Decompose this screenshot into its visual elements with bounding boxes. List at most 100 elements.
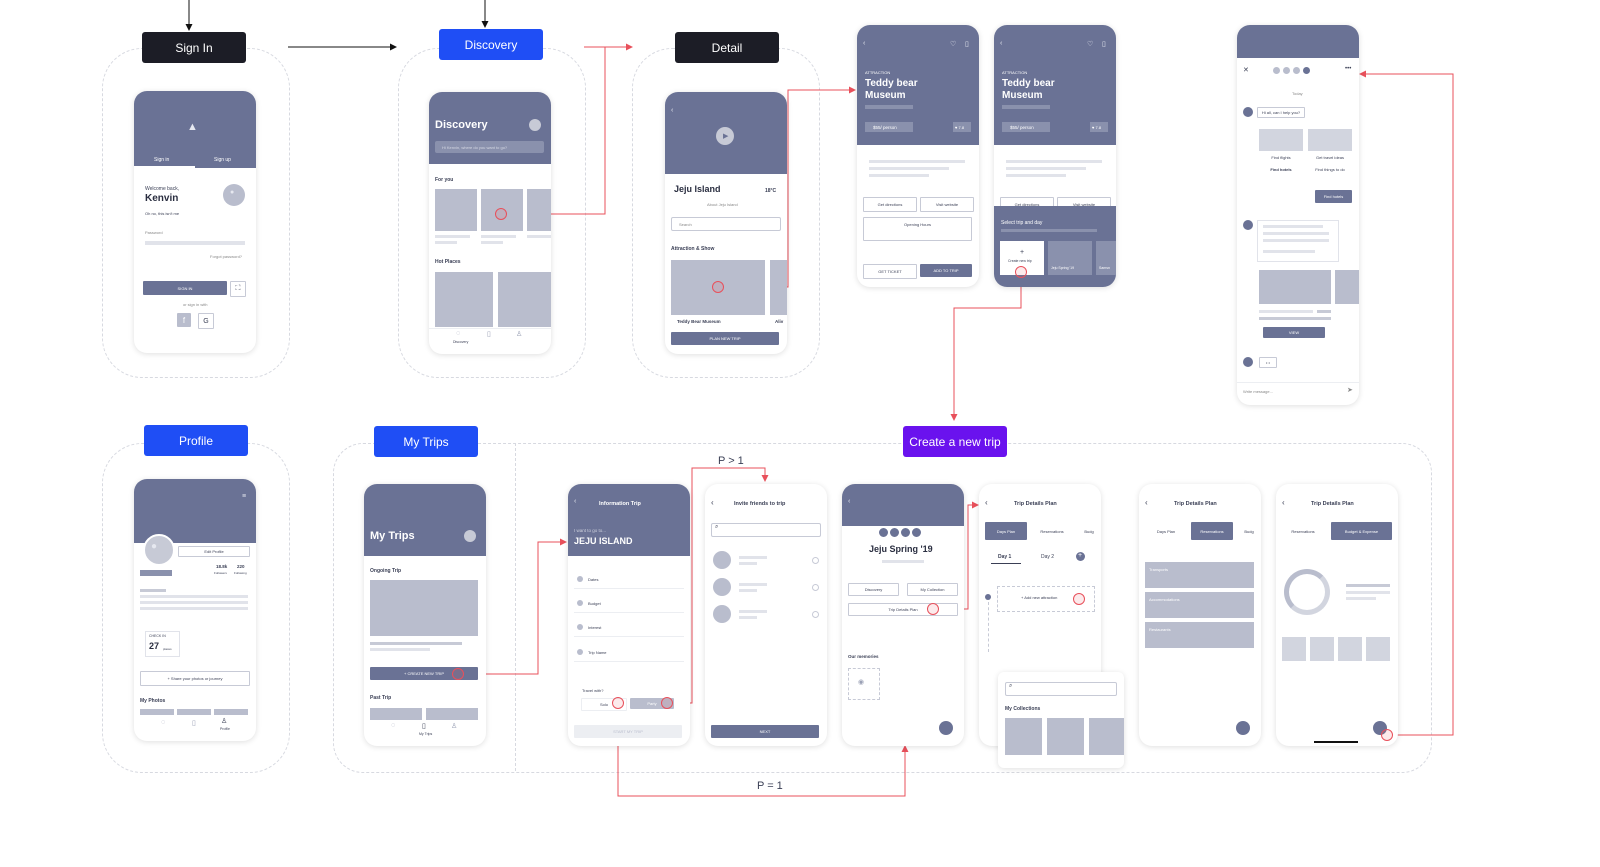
password-field[interactable] — [145, 241, 245, 245]
nav-trips-icon[interactable]: ▯ — [487, 331, 491, 338]
start-my-trip-button[interactable]: START MY TRIP — [574, 725, 682, 738]
profile-avatar-icon[interactable] — [464, 530, 476, 542]
option-card-1[interactable] — [1259, 129, 1303, 151]
collection-card-1[interactable] — [1005, 718, 1042, 755]
hotspot-create-new-trip[interactable] — [452, 668, 464, 680]
hot-place-card-2[interactable] — [498, 272, 551, 327]
expense-tile-2[interactable] — [1310, 637, 1334, 661]
option-button-flights[interactable]: Find flights — [1259, 153, 1303, 162]
google-button[interactable]: G — [198, 313, 214, 329]
bookmark-icon[interactable]: ▯ — [965, 41, 969, 48]
interest-field[interactable]: Interest — [588, 625, 602, 630]
discovery-button[interactable]: Discovery — [848, 583, 899, 596]
send-icon[interactable]: ➤ — [1347, 387, 1353, 394]
dates-field[interactable]: Dates — [588, 577, 599, 582]
back-icon[interactable]: ‹ — [1282, 498, 1285, 507]
past-trip-card-2[interactable] — [426, 708, 478, 720]
add-to-trip-button[interactable]: ADD TO TRIP — [920, 264, 972, 277]
my-collection-button[interactable]: My Collection — [907, 583, 958, 596]
friend-select-radio[interactable] — [812, 557, 819, 564]
back-icon[interactable]: ‹ — [848, 498, 851, 505]
friend-select-radio[interactable] — [812, 611, 819, 618]
get-ticket-button[interactable]: GET TICKET — [863, 264, 917, 279]
search-input[interactable] — [435, 141, 544, 153]
friend-search-input[interactable] — [711, 523, 821, 537]
add-member-icon[interactable] — [1303, 67, 1310, 74]
tab-days-plan[interactable]: Days Plan — [985, 522, 1027, 540]
heart-icon[interactable]: ♡ — [1087, 41, 1094, 48]
not-me-link[interactable]: Oh no, this isn't me — [145, 211, 180, 216]
menu-icon[interactable]: ≡ — [242, 493, 247, 500]
option-button-ideas[interactable]: Get travel ideas — [1308, 153, 1352, 162]
close-icon[interactable]: ✕ — [1243, 67, 1249, 74]
nav-discovery-icon[interactable]: ◌ — [391, 722, 396, 729]
view-button[interactable]: VIEW — [1263, 327, 1325, 338]
nav-discovery-icon[interactable]: ◌ — [161, 719, 166, 726]
bookmark-icon[interactable]: ▯ — [1102, 41, 1106, 48]
tab-budget[interactable]: Budg — [1077, 522, 1101, 540]
option-button-things[interactable]: Find things to do — [1308, 165, 1352, 174]
tab-sign-up[interactable]: Sign up — [214, 157, 231, 163]
add-member-icon[interactable] — [911, 527, 922, 538]
photo-thumb-1[interactable] — [140, 709, 174, 715]
add-attraction-box[interactable] — [997, 586, 1095, 612]
nav-profile-icon[interactable]: ♙ — [516, 331, 523, 338]
heart-icon[interactable]: ♡ — [950, 41, 957, 48]
trip-card-2[interactable] — [1096, 241, 1116, 275]
opening-hours-box[interactable]: Opening Hours — [863, 217, 972, 241]
friend-select-radio[interactable] — [812, 584, 819, 591]
tab-sign-in[interactable]: Sign in — [154, 157, 170, 163]
hotspot-for-you-card[interactable] — [495, 208, 507, 220]
nav-discovery-icon[interactable]: ◌ — [456, 330, 461, 337]
back-icon[interactable]: ‹ — [574, 498, 577, 505]
back-icon[interactable]: ‹ — [1145, 498, 1148, 507]
hotel-card-2[interactable] — [1335, 270, 1359, 304]
collection-card-3[interactable] — [1089, 718, 1124, 755]
photo-thumb-3[interactable] — [214, 709, 248, 715]
transports-card[interactable] — [1145, 562, 1254, 588]
nav-trips-icon[interactable]: ▯ — [422, 723, 426, 730]
trip-card-1[interactable] — [1048, 241, 1092, 275]
day-2-tab[interactable]: Day 2 — [1041, 554, 1055, 560]
trip-name-field[interactable]: Trip Name — [588, 650, 607, 655]
ongoing-trip-card[interactable] — [370, 580, 478, 636]
add-photo-box[interactable] — [848, 668, 880, 700]
tab-days-plan[interactable]: Days Plan — [1145, 522, 1187, 540]
restaurants-card[interactable] — [1145, 622, 1254, 648]
edit-profile-button[interactable]: Edit Profile — [178, 546, 250, 557]
hot-place-card-1[interactable] — [435, 272, 493, 327]
about-link[interactable]: About Jeju Island — [707, 202, 738, 207]
for-you-card-1[interactable] — [435, 189, 477, 231]
play-icon[interactable] — [716, 127, 734, 145]
hotspot-chat-bot[interactable] — [1381, 729, 1393, 741]
more-icon[interactable]: ••• — [1345, 66, 1352, 72]
back-icon[interactable]: ‹ — [985, 498, 988, 507]
expense-tile-3[interactable] — [1338, 637, 1362, 661]
fingerprint-button[interactable]: ⛶ — [230, 281, 246, 297]
budget-field[interactable]: Budget — [588, 601, 601, 606]
option-card-2[interactable] — [1308, 129, 1352, 151]
search-input[interactable] — [671, 217, 781, 231]
next-button[interactable]: NEXT — [711, 725, 819, 738]
hotspot-party[interactable] — [661, 697, 673, 709]
option-button-hotels[interactable]: Find hotels — [1259, 165, 1303, 174]
collection-search-input[interactable] — [1005, 682, 1117, 696]
chat-bot-icon[interactable] — [1236, 721, 1250, 735]
get-directions-button[interactable]: Get directions — [863, 197, 917, 212]
back-icon[interactable]: ‹ — [1000, 40, 1003, 47]
back-icon[interactable]: ‹ — [711, 498, 714, 507]
collection-card-2[interactable] — [1047, 718, 1084, 755]
back-icon[interactable]: ‹ — [671, 107, 674, 114]
expense-tile-4[interactable] — [1366, 637, 1390, 661]
back-icon[interactable]: ‹ — [863, 40, 866, 47]
profile-avatar-icon[interactable] — [529, 119, 541, 131]
tab-reservations[interactable]: Reservations — [1031, 522, 1073, 540]
sign-in-button[interactable]: SIGN IN — [143, 281, 227, 295]
expense-tile-1[interactable] — [1282, 637, 1306, 661]
day-1-tab[interactable]: Day 1 — [998, 554, 1012, 560]
visit-website-button[interactable]: Visit website — [920, 197, 974, 212]
create-new-trip-button[interactable]: + CREATE NEW TRIP — [370, 667, 478, 680]
party-button[interactable]: Party — [630, 698, 674, 709]
nav-profile-icon[interactable]: ♙ — [451, 723, 458, 730]
tab-budget[interactable]: Budg — [1237, 522, 1261, 540]
